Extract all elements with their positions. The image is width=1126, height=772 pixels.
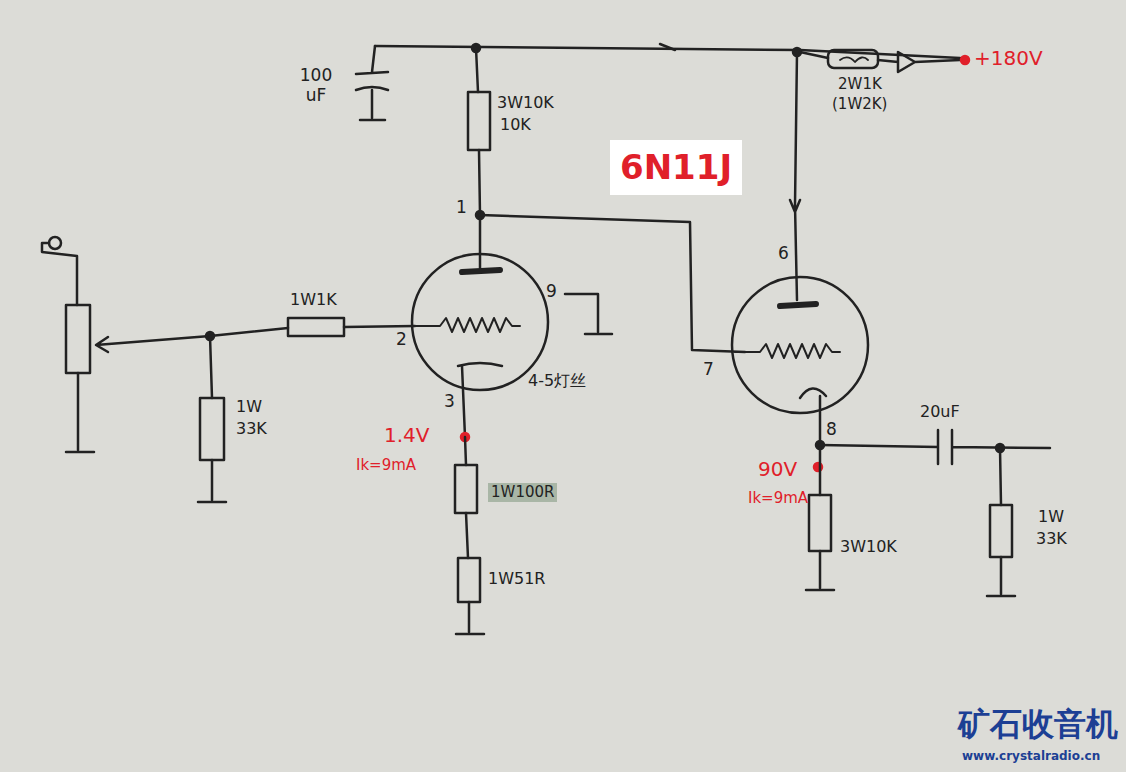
part-value: 1W51R [488,570,545,588]
pin-number: 6 [778,244,789,264]
wire-mark [660,44,675,50]
part-value: 1W [1038,508,1064,526]
resistor-symbol [828,50,878,68]
part-value: 33K [1036,530,1067,548]
tube-cathode [800,388,826,445]
wire [480,215,745,352]
watermark: www.crystalradio.cn [962,750,1100,764]
capacitor-symbol [356,46,388,120]
resistor-symbol [458,558,480,602]
resistor-symbol [200,398,224,460]
part-value: 1W [236,398,262,416]
resistor-symbol [288,318,344,336]
pin-number: 2 [396,330,407,350]
tube-plate [780,304,816,306]
wire [790,52,800,300]
watermark: 矿石收音机 [958,706,1118,743]
resistor-symbol [809,495,831,551]
current-label: Ik=9mA [748,490,808,507]
ground-symbol [198,460,226,502]
pin-number: 9 [546,282,557,302]
tube-cathode [458,363,502,437]
tube-envelope [732,277,868,413]
wiper-arrow [96,336,210,352]
pin-bracket [565,294,612,334]
resistor-detail [840,57,868,62]
part-value: 3W10K [840,538,897,556]
wire [210,328,288,336]
current-label: Ik=9mA [356,457,416,474]
capacitor-symbol [820,430,1050,464]
wire [479,150,480,215]
ground-symbol [987,557,1015,596]
ground-symbol [66,373,94,452]
wire [476,48,478,92]
tube-envelope [412,254,548,390]
wire [800,52,828,58]
pin-number: 3 [444,392,455,412]
part-value: 1W100R [488,483,557,502]
potentiometer-symbol [66,305,90,373]
resistor-symbol [468,92,490,150]
part-value: 10K [500,116,531,134]
part-value: 3W10K [497,94,554,112]
input-terminal [49,237,61,249]
wire [42,243,77,305]
part-value: 33K [236,420,267,438]
part-value: (1W2K) [832,96,887,113]
ground-symbol [456,602,484,634]
ground-symbol [806,551,834,590]
voltage-label: +180V [974,47,1043,70]
wire [466,513,468,558]
resistor-symbol [990,505,1012,557]
part-value: 100 uF [296,66,336,105]
tube-type: 6N11J [610,140,742,195]
resistor-symbol [455,465,477,513]
wire [465,437,466,465]
voltage-label: 90V [758,458,797,481]
part-value: 2W1K [838,76,882,93]
pin-note: 4-5灯丝 [528,372,586,390]
wire [344,326,415,327]
part-value: 1W1K [290,291,337,309]
tube-grid [415,318,520,332]
voltage-label: 1.4V [384,424,430,447]
tube-grid [735,344,840,358]
wire [1000,448,1001,505]
wire [819,445,822,495]
diode-symbol [878,52,960,72]
pin-number: 7 [703,360,714,380]
part-value: 20uF [920,403,960,421]
pin-number: 8 [826,420,837,440]
wire [479,215,482,268]
wire [210,336,212,398]
pin-number: 1 [456,198,467,218]
voltage-dot [961,56,969,64]
tube-plate [462,270,500,272]
